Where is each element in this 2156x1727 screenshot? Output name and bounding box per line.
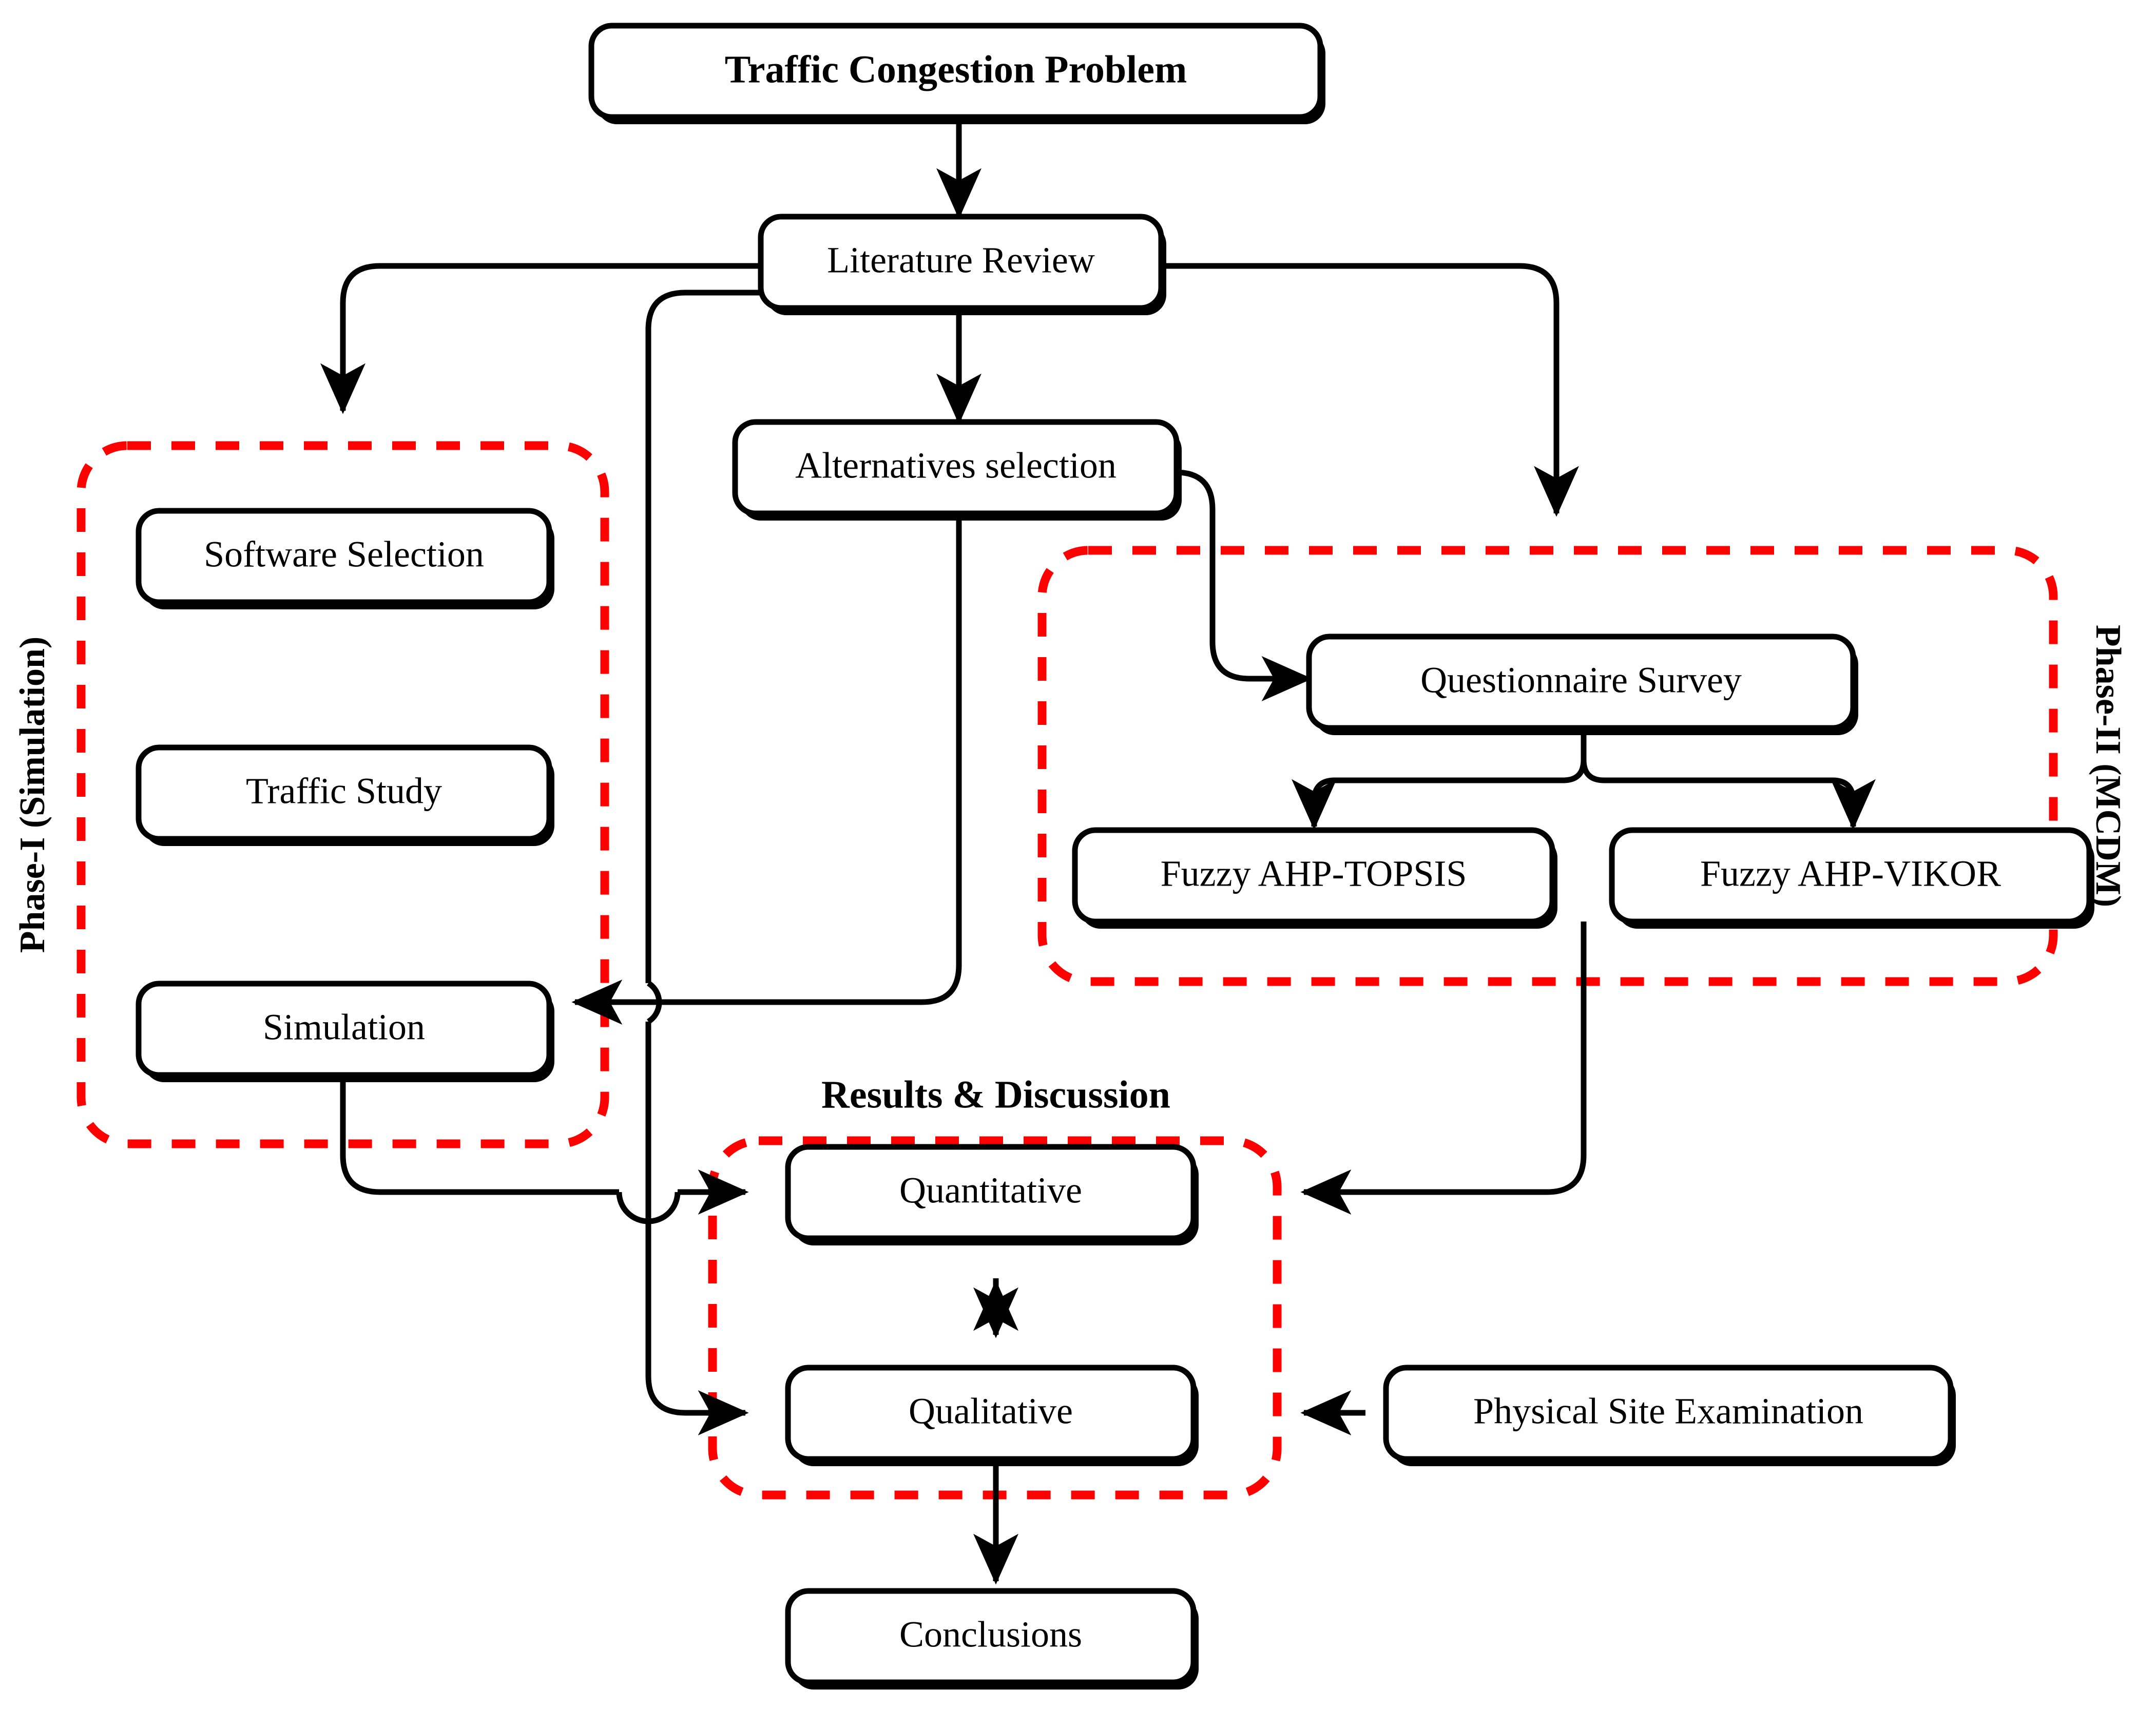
edge-literature-to-phase-i [320, 263, 761, 414]
node-traffic-study[interactable]: Traffic Study [136, 744, 554, 846]
phase-i-label: Phase-I (Simulation) [13, 637, 52, 953]
node-traffic-congestion-problem[interactable]: Traffic Congestion Problem [588, 23, 1325, 124]
node-literature-review[interactable]: Literature Review [758, 214, 1166, 315]
line-hop-lower [616, 1192, 681, 1224]
node-simulation[interactable]: Simulation [136, 981, 554, 1082]
phase-ii-label-group: Phase-II (MCDM) [2088, 625, 2128, 907]
node-label: Conclusions [899, 1614, 1082, 1655]
edge-questionnaire-to-topsis [1292, 728, 1587, 830]
edge-alternatives-to-simulation [571, 516, 962, 1025]
node-label: Qualitative [909, 1391, 1073, 1432]
node-label: Simulation [263, 1007, 425, 1048]
node-fuzzy-ahp-vikor[interactable]: Fuzzy AHP-VIKOR [1609, 827, 2094, 929]
results-discussion-label: Results & Discussion [821, 1073, 1170, 1116]
edge-literature-to-phase-ii [1159, 263, 1579, 517]
node-label: Questionnaire Survey [1420, 660, 1742, 701]
edge-mcdm-to-quantitative [1300, 922, 1587, 1215]
node-fuzzy-ahp-topsis[interactable]: Fuzzy AHP-TOPSIS [1072, 827, 1557, 929]
edge-alternatives-to-questionnaire [1175, 469, 1313, 701]
node-physical-site-examination[interactable]: Physical Site Examination [1383, 1365, 1956, 1466]
node-label: Quantitative [899, 1170, 1082, 1211]
edge-questionnaire-to-vikor [1581, 759, 1876, 830]
node-conclusions[interactable]: Conclusions [785, 1588, 1199, 1690]
node-label: Fuzzy AHP-TOPSIS [1161, 853, 1467, 894]
phase-ii-label: Phase-II (MCDM) [2088, 625, 2128, 907]
edge-literature-to-qualitative [645, 290, 761, 1413]
connectors [320, 117, 1876, 1585]
phase-i-boundary [76, 441, 609, 1148]
node-quantitative[interactable]: Quantitative [785, 1144, 1199, 1245]
node-questionnaire-survey[interactable]: Questionnaire Survey [1306, 634, 1858, 735]
edge-simulation-to-quantitative [340, 1049, 745, 1192]
node-qualitative[interactable]: Qualitative [785, 1365, 1199, 1466]
node-software-selection[interactable]: Software Selection [136, 508, 554, 609]
phase-i-label-group: Phase-I (Simulation) [13, 637, 52, 953]
node-label: Fuzzy AHP-VIKOR [1700, 853, 2001, 894]
node-label: Literature Review [827, 240, 1095, 281]
phase-ii-boundary [1037, 546, 2058, 986]
node-label: Traffic Congestion Problem [725, 48, 1187, 91]
node-alternatives-selection[interactable]: Alternatives selection [732, 419, 1182, 521]
node-label: Traffic Study [246, 771, 442, 812]
node-label: Physical Site Examination [1473, 1391, 1863, 1432]
node-label: Alternatives selection [795, 445, 1116, 486]
node-label: Software Selection [204, 534, 484, 575]
